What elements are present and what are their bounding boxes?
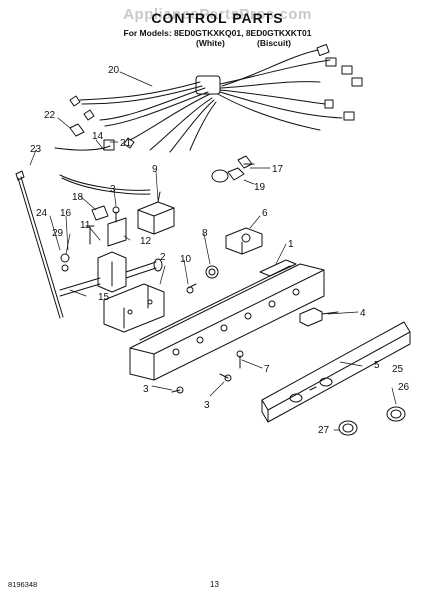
callout-17: 17: [272, 164, 284, 175]
callout-3: 3: [204, 400, 210, 411]
callout-15: 15: [98, 292, 110, 303]
lamp-assembly: [211, 155, 255, 183]
damper-switch: [137, 191, 175, 235]
callout-16: 16: [60, 208, 72, 219]
small-fasteners: [59, 225, 101, 297]
variant-white: (White): [196, 38, 225, 48]
callout-21: 21: [120, 138, 132, 149]
callout-29: 29: [52, 228, 64, 239]
control-panel-trim: [261, 321, 411, 423]
models-line: For Models: 8ED0GTKXKQ01, 8ED0GTKXKT01: [123, 28, 312, 38]
callout-5: 5: [374, 360, 380, 371]
clips-and-sensor-wire: [54, 123, 151, 195]
callout-1: 1: [288, 239, 294, 250]
callout-26: 26: [398, 382, 410, 393]
callout-9: 9: [152, 164, 158, 175]
control-housing: [129, 259, 325, 381]
callout-19: 19: [254, 182, 266, 193]
control-knobs: [338, 406, 406, 436]
callout-24: 24: [36, 208, 48, 219]
page-title: CONTROL PARTS: [151, 10, 284, 26]
callout-4: 4: [360, 308, 366, 319]
callout-25: 25: [392, 364, 404, 375]
callout-6: 6: [262, 208, 268, 219]
leader-lines: [29, 71, 397, 431]
callout-3: 3: [110, 184, 116, 195]
callout-3: 3: [143, 384, 149, 395]
callout-20: 20: [108, 65, 120, 76]
control-knob-parts: [186, 227, 263, 294]
callout-10: 10: [180, 254, 192, 265]
thermostat-assembly: [97, 251, 163, 293]
watermark: AppliancePartsPros.com: [123, 6, 312, 23]
callout-22: 22: [44, 110, 56, 121]
callout-8: 8: [202, 228, 208, 239]
callout-27: 27: [318, 425, 330, 436]
callout-7: 7: [264, 364, 270, 375]
callout-2: 2: [160, 252, 166, 263]
wire-harness: [69, 44, 363, 153]
lower-screws: [171, 350, 244, 394]
document-number: 8196348: [8, 580, 38, 589]
light-switch: [299, 307, 339, 327]
page-number: 13: [210, 580, 219, 589]
callout-12: 12: [140, 236, 152, 247]
bracket-parts: [91, 205, 127, 247]
callout-11: 11: [80, 220, 91, 231]
callout-14: 14: [92, 131, 104, 142]
callout-18: 18: [72, 192, 84, 203]
callout-23: 23: [30, 144, 42, 155]
mounting-plate: [103, 283, 165, 333]
variant-biscuit: (Biscuit): [257, 38, 291, 48]
callout-labels: 1233345678910111214151617181920212223242…: [30, 65, 410, 436]
control-rod: [15, 170, 64, 319]
